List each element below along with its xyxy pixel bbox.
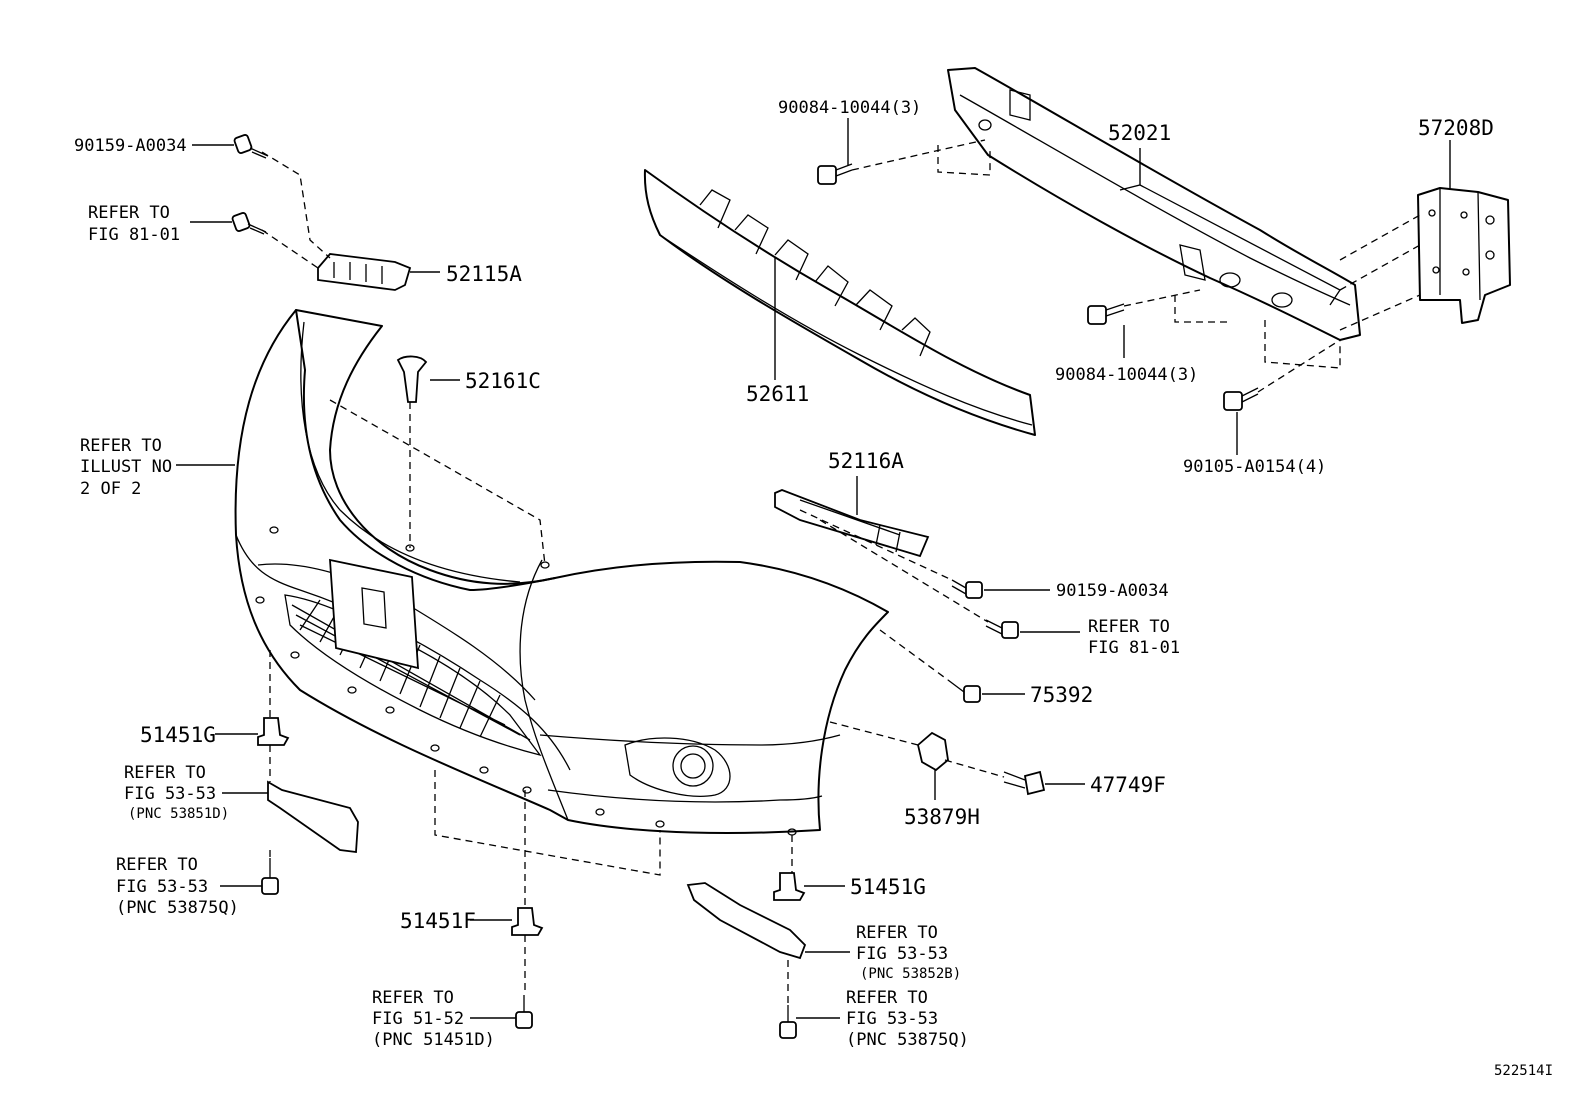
label-52116A: 52116A bbox=[828, 449, 904, 473]
energy-absorber[interactable] bbox=[643, 169, 1036, 436]
reinforcement-bracket[interactable] bbox=[1417, 187, 1511, 324]
retainer-52116A[interactable] bbox=[774, 489, 930, 558]
nut-icon-51451G-right[interactable] bbox=[773, 872, 806, 901]
label-52021: 52021 bbox=[1108, 121, 1171, 145]
screw-icon-75392[interactable] bbox=[947, 679, 981, 703]
bolt-icon-90084-top[interactable] bbox=[817, 163, 853, 185]
bolt-icon-5152[interactable] bbox=[515, 995, 533, 1029]
leader-lines bbox=[176, 118, 1451, 1019]
part-labels: 90159-A0034 REFER TO FIG 81-01 52115A 52… bbox=[74, 98, 1553, 1079]
label-refer-5353b-2: FIG 53-53 bbox=[116, 877, 208, 897]
label-refer-81-right-2: FIG 81-01 bbox=[1088, 638, 1180, 658]
label-refer-illust-2: ILLUST NO bbox=[80, 457, 172, 477]
label-refer-5353a-3: (PNC 53851D) bbox=[128, 806, 229, 822]
label-refer-5152-2: FIG 51-52 bbox=[372, 1009, 464, 1029]
license-plate-bracket bbox=[329, 558, 419, 670]
bolt-icon-90105[interactable] bbox=[1223, 387, 1259, 411]
label-51451G-right: 51451G bbox=[850, 875, 926, 899]
label-51451F: 51451F bbox=[400, 909, 476, 933]
label-refer-5353a-1: REFER TO bbox=[124, 763, 206, 783]
label-75392: 75392 bbox=[1030, 683, 1093, 707]
label-refer-81-top-2: FIG 81-01 bbox=[88, 225, 180, 245]
bumper-reinforcement[interactable] bbox=[947, 67, 1361, 341]
bolt-icon-90159-right[interactable] bbox=[951, 579, 983, 599]
label-refer-5152-1: REFER TO bbox=[372, 988, 454, 1008]
clip-holes bbox=[255, 526, 797, 836]
label-57208D: 57208D bbox=[1418, 116, 1494, 140]
label-52611: 52611 bbox=[746, 382, 809, 406]
label-90105: 90105-A0154(4) bbox=[1183, 457, 1326, 477]
label-51451G-left: 51451G bbox=[140, 723, 216, 747]
clip-icon-52161C[interactable] bbox=[396, 355, 428, 403]
bolt-icon-90084-bottom[interactable] bbox=[1087, 303, 1125, 325]
label-47749F: 47749F bbox=[1090, 773, 1166, 797]
label-refer-5353c-3: (PNC 53852B) bbox=[860, 966, 961, 982]
label-refer-5353c-1: REFER TO bbox=[856, 923, 938, 943]
bolt-icon-81-right[interactable] bbox=[985, 619, 1019, 639]
label-52115A: 52115A bbox=[446, 262, 522, 286]
label-refer-81-right-1: REFER TO bbox=[1088, 617, 1170, 637]
label-refer-illust-1: REFER TO bbox=[80, 436, 162, 456]
bolt-icon-81-top[interactable] bbox=[231, 212, 267, 235]
label-refer-5353a-2: FIG 53-53 bbox=[124, 784, 216, 804]
splash-shield-left[interactable] bbox=[267, 780, 359, 854]
bracket-icon-53879H[interactable] bbox=[916, 731, 949, 772]
label-refer-illust-3: 2 OF 2 bbox=[80, 479, 141, 499]
label-refer-5353b-1: REFER TO bbox=[116, 855, 198, 875]
label-refer-81-top-1: REFER TO bbox=[88, 203, 170, 223]
bolt-icon-90159-top[interactable] bbox=[233, 134, 269, 159]
bolt-icon-5353-left[interactable] bbox=[261, 858, 279, 895]
label-90159-top: 90159-A0034 bbox=[74, 136, 187, 156]
bumper-cover[interactable] bbox=[234, 309, 889, 836]
retainer-52115A[interactable] bbox=[317, 253, 412, 291]
diagram-id: 522514I bbox=[1494, 1063, 1553, 1079]
label-90084-top: 90084-10044(3) bbox=[778, 98, 921, 118]
label-90084-bottom: 90084-10044(3) bbox=[1055, 365, 1198, 385]
label-refer-5353b-3: (PNC 53875Q) bbox=[116, 898, 239, 918]
connector-dashes bbox=[261, 139, 1421, 1005]
bolt-icon-5353-right[interactable] bbox=[779, 1005, 797, 1039]
fog-lamp-icon bbox=[672, 745, 714, 787]
nut-icon-51451F[interactable] bbox=[511, 907, 544, 936]
splash-shield-right[interactable] bbox=[686, 882, 807, 960]
label-refer-5353d-1: REFER TO bbox=[846, 988, 928, 1008]
label-53879H: 53879H bbox=[904, 805, 980, 829]
label-refer-5353c-2: FIG 53-53 bbox=[856, 944, 948, 964]
label-52161C: 52161C bbox=[465, 369, 541, 393]
label-refer-5353d-2: FIG 53-53 bbox=[846, 1009, 938, 1029]
label-refer-5152-3: (PNC 51451D) bbox=[372, 1030, 495, 1050]
label-90159-right: 90159-A0034 bbox=[1056, 581, 1169, 601]
label-refer-5353d-3: (PNC 53875Q) bbox=[846, 1030, 969, 1050]
clip-icon-47749F[interactable] bbox=[1003, 770, 1046, 796]
nut-icon-51451G-left[interactable] bbox=[257, 717, 290, 746]
